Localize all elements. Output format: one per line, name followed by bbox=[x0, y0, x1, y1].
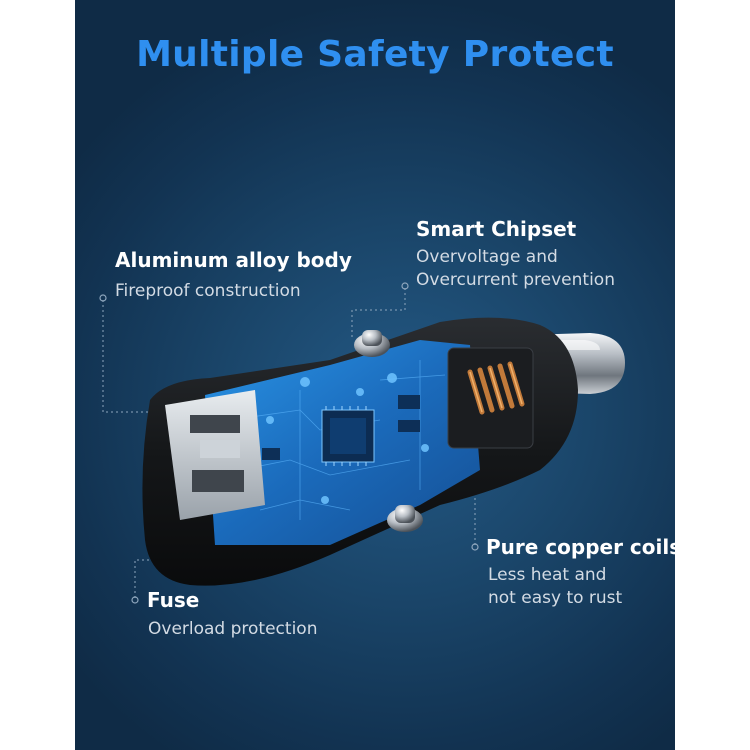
feature-desc-copper: Less heat and not easy to rust bbox=[488, 565, 623, 608]
chip-icon bbox=[321, 406, 375, 466]
feature-title-aluminum: Aluminum alloy body bbox=[115, 248, 352, 272]
feature-desc-fuse: Overload protection bbox=[148, 619, 318, 639]
feature-desc-aluminum: Fireproof construction bbox=[115, 281, 301, 301]
copper-coil-icon bbox=[447, 347, 534, 449]
feature-title-chipset: Smart Chipset bbox=[416, 217, 577, 241]
callout-dots bbox=[99, 282, 479, 604]
page-title: Multiple Safety Protect bbox=[136, 34, 614, 75]
feature-desc-chipset: Overvoltage and Overcurrent prevention bbox=[416, 247, 615, 290]
feature-title-fuse: Fuse bbox=[147, 588, 200, 612]
feature-title-copper: Pure copper coils bbox=[486, 535, 682, 559]
usb-port-icon bbox=[165, 390, 265, 520]
